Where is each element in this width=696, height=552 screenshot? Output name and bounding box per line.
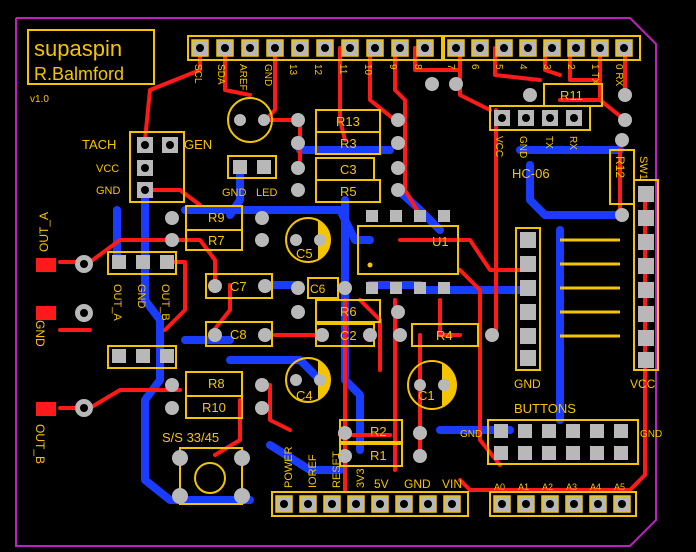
hc06-tx: TX [543,136,554,149]
pin-a3: A3 [566,482,577,492]
led-gnd-label: GND [222,187,247,199]
r12-label: R12 [613,156,627,178]
buttons-gnd-right: GND [640,429,662,440]
pin-3v3: 3V3 [355,468,367,488]
pin-13: 13 [287,64,298,76]
c2-label: C2 [340,328,357,343]
board-title: supaspin [34,36,122,61]
hc06-rx: RX [567,136,578,150]
hdr-gnd-label: GND [135,284,147,309]
r4-label: R4 [436,328,453,343]
hdr-out-a-label: OUT_A [111,284,123,321]
buttons-col-vcc: VCC [630,377,656,391]
pin-5: 5 [493,64,504,70]
start-stop-switch [172,447,250,505]
pin-a4: A4 [590,482,601,492]
led-label: LED [256,187,277,199]
r2-label: R2 [370,424,387,439]
pin-a5: A5 [614,482,625,492]
pin-power: POWER [283,446,295,488]
r10-label: R10 [202,400,226,415]
vcc-label: VCC [96,163,119,175]
r11-label: R11 [560,88,583,103]
pin-pgnd: GND [404,477,431,491]
tach-label: TACH [82,137,116,152]
r9-label: R9 [208,210,225,225]
buttons-label: BUTTONS [514,401,576,416]
output-header [107,251,177,369]
buttons-grid [487,179,659,465]
tach-header [129,131,185,203]
pin-0-rx: 0 RX [613,64,624,87]
out-b-label: OUT_B [33,424,47,464]
board-author: R.Balmford [34,64,124,84]
silk-text: supaspin R.Balmford v1.0 TACH VCC GND GE… [30,36,662,492]
hc06-header [489,105,591,131]
arduino-header-analog [489,491,637,517]
board-outline [15,17,657,547]
gen-label: GEN [184,137,212,152]
buttons-gnd-left: GND [460,429,482,440]
pin-9: 9 [387,64,398,70]
pin-1-tx: 1 TX [589,64,600,85]
c6-label: C6 [310,282,326,296]
pin-ioref: IOREF [307,454,319,488]
pin-a2: A2 [542,482,553,492]
title-box [27,29,155,85]
output-terminals [36,255,93,417]
pin-5v: 5V [374,477,389,491]
out-a-label: OUT_A [37,212,51,252]
hc06-label: HC-06 [512,166,550,181]
pin-12: 12 [312,64,323,76]
hc06-gnd: GND [517,136,528,158]
pin-8: 8 [412,64,423,70]
pin-a1: A1 [518,482,529,492]
c8-label: C8 [230,327,247,342]
pin-sda: SDA [215,64,226,85]
hc06-vcc: VCC [493,136,504,157]
pin-3: 3 [541,64,552,70]
top-copper-traces [58,46,647,492]
board-version: v1.0 [30,94,49,105]
pin-aref: AREF [237,64,248,91]
pin-scl: SCL [192,64,203,84]
arduino-header-power [271,491,469,517]
c1-label: C1 [418,388,435,403]
gnd-label: GND [96,185,121,197]
pin-10: 10 [362,64,373,76]
r8-label: R8 [208,376,225,391]
round-pads [165,77,632,463]
r6-label: R6 [340,304,357,319]
hdr-out-b-label: OUT_B [159,284,171,321]
pin-a0: A0 [494,482,505,492]
c7-label: C7 [230,279,247,294]
pin-2: 2 [565,64,576,70]
pin-vin: VIN [442,477,462,491]
r7-label: R7 [208,233,225,248]
r1-label: R1 [370,448,387,463]
pin-7: 7 [445,64,456,70]
pin-4: 4 [517,64,528,70]
ic-u1 [357,210,459,294]
arduino-header-digital-right [443,35,641,61]
r3-label: R3 [340,136,357,151]
c5-label: C5 [296,246,313,261]
c3-label: C3 [340,162,357,177]
pin-11: 11 [337,64,348,75]
ss-label: S/S 33/45 [162,430,219,445]
led-header [227,155,277,179]
u1-label: U1 [432,234,449,249]
r5-label: R5 [340,184,357,199]
pin-gnd: GND [262,64,273,86]
r13-label: R13 [336,114,360,129]
buttons-col-gnd: GND [514,377,541,391]
pin-6: 6 [469,64,480,70]
out-gnd-label: GND [33,320,47,347]
pin-reset: RESET [331,451,343,488]
c4-label: C4 [296,388,313,403]
switch-label: SW1 [637,156,649,180]
arduino-header-digital-left [187,35,443,61]
